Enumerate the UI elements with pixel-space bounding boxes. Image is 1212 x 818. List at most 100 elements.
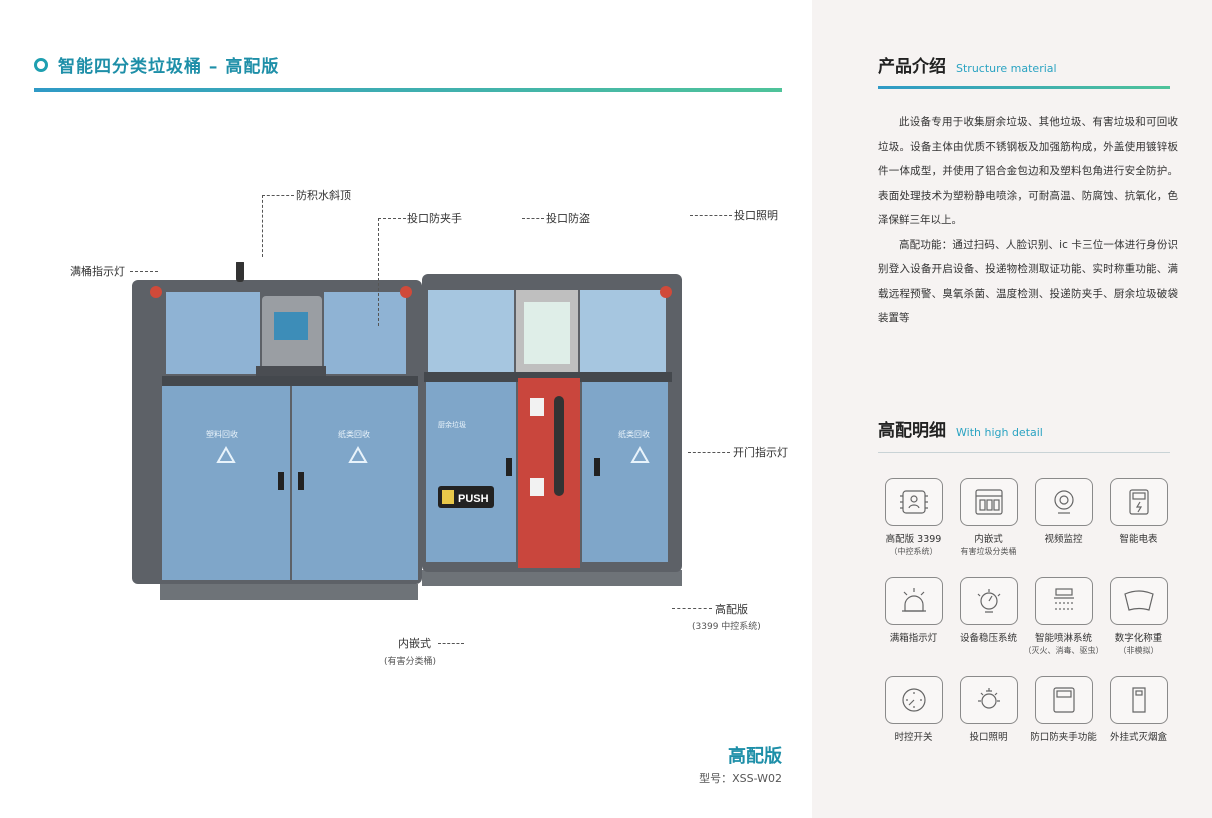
- leader-lighting: [690, 215, 732, 216]
- full-light-right: [660, 286, 672, 298]
- label-anti-pinch: 投口防夹手: [407, 212, 462, 225]
- title-divider: [34, 88, 782, 92]
- base-right: [422, 570, 682, 586]
- feature-label: 视频监控: [1044, 534, 1083, 545]
- top-panel-1: [166, 292, 260, 374]
- leader-anti-pinch-v: [378, 218, 379, 326]
- detail-subtitle: With high detail: [956, 426, 1043, 439]
- scale-icon: [1109, 577, 1168, 625]
- feature-item: 数字化称重 （非模拟）: [1101, 577, 1176, 656]
- feature-sub: （非模拟）: [1118, 646, 1159, 655]
- label-full-light: 满桶指示灯: [70, 265, 125, 278]
- bin-label-3: 厨余垃圾: [438, 420, 466, 429]
- feature-item: 高配版 3399 （中控系统）: [876, 478, 951, 557]
- detail-heading: 高配明细 With high detail: [878, 416, 1043, 441]
- chip-icon: [884, 478, 943, 526]
- intro-text: 此设备专用于收集厨余垃圾、其他垃圾、有害垃圾和可回收垃圾。设备主体由优质不锈钢板…: [878, 110, 1178, 331]
- leader-embedded: [438, 643, 464, 644]
- full-light-left: [150, 286, 162, 298]
- rail-left: [162, 376, 418, 386]
- handle-1: [278, 472, 284, 490]
- push-text: PUSH: [458, 493, 489, 505]
- intro-title: 产品介绍: [878, 57, 946, 77]
- label-door-light: 开门指示灯: [733, 446, 788, 459]
- handle-2: [298, 472, 304, 490]
- page-title: 智能四分类垃圾桶 – 高配版: [58, 57, 280, 77]
- top-panel-3: [428, 290, 514, 374]
- leader-sloped-top-v: [262, 195, 263, 257]
- recycle-icons: [216, 445, 650, 463]
- model-title: 高配版: [728, 746, 782, 767]
- feature-item: 时控开关: [876, 676, 951, 744]
- bin-label-2: 纸类回收: [338, 429, 370, 439]
- feature-label: 满箱指示灯: [889, 633, 938, 644]
- intro-paragraph-2: 高配功能：通过扫码、人脸识别、ic 卡三位一体进行身份识别登入设备开启设备、投递…: [878, 238, 1178, 325]
- meter-icon: [1109, 478, 1168, 526]
- door-1: [162, 386, 290, 580]
- leader-high-config: [672, 608, 712, 609]
- full-light-mid: [400, 286, 412, 298]
- camera-icon: [1034, 478, 1093, 526]
- antenna: [236, 262, 244, 282]
- feature-item: 满箱指示灯: [876, 577, 951, 656]
- slot-guard-icon: [1034, 676, 1093, 724]
- bin-label-4: 纸类回收: [618, 429, 650, 439]
- label-anti-theft: 投口防盗: [546, 212, 590, 225]
- sprinkler-icon: [1034, 577, 1093, 625]
- cabinet-icon: [959, 478, 1018, 526]
- voltage-icon: [959, 577, 1018, 625]
- handle-3: [506, 458, 512, 476]
- handle-4: [594, 458, 600, 476]
- detail-divider: [878, 452, 1170, 453]
- door-2: [292, 386, 418, 580]
- door-3: [426, 382, 516, 562]
- product-heading: 智能四分类垃圾桶 – 高配版: [34, 52, 279, 77]
- label-embedded: 内嵌式: [398, 637, 431, 650]
- top-panel-4: [580, 290, 666, 374]
- feature-label: 投口照明: [969, 732, 1008, 743]
- product-panel: 智能四分类垃圾桶 – 高配版: [34, 52, 788, 785]
- red-slot-2: [530, 478, 544, 496]
- leader-door-light: [688, 452, 730, 453]
- control-screen: [274, 312, 308, 340]
- alarm-light-icon: [884, 577, 943, 625]
- feature-item: 投口照明: [951, 676, 1026, 744]
- base-left: [160, 584, 418, 600]
- video-screen: [524, 302, 570, 364]
- label-sloped-top: 防积水斜顶: [296, 189, 351, 202]
- feature-sub: （灭火、消毒、驱虫）: [1023, 646, 1104, 655]
- label-embedded-sub: (有害分类桶): [384, 657, 437, 667]
- feature-label: 智能电表: [1119, 534, 1158, 545]
- feature-item: 智能喷淋系统 （灭火、消毒、驱虫）: [1023, 577, 1104, 656]
- leader-anti-theft: [522, 218, 544, 219]
- clock-icon: [884, 676, 943, 724]
- feature-sub: 有害垃圾分类桶: [960, 547, 1017, 556]
- feature-label: 数字化称重: [1114, 633, 1163, 644]
- red-slot-1: [530, 398, 544, 416]
- leader-full-light: [130, 271, 158, 272]
- intro-paragraph-1: 此设备专用于收集厨余垃圾、其他垃圾、有害垃圾和可回收垃圾。设备主体由优质不锈钢板…: [878, 116, 1178, 226]
- info-panel: 产品介绍 Structure material 此设备专用于收集厨余垃圾、其他垃…: [812, 0, 1212, 818]
- feature-label: 设备稳压系统: [959, 633, 1017, 644]
- label-high-config-sub: (3399 中控系统): [692, 622, 761, 632]
- feature-label: 防口防夹手功能: [1030, 732, 1097, 743]
- feature-item: 设备稳压系统: [951, 577, 1026, 656]
- feature-item: 智能电表: [1101, 478, 1176, 557]
- feature-item: 内嵌式 有害垃圾分类桶: [951, 478, 1026, 557]
- label-lighting: 投口照明: [734, 209, 778, 222]
- intro-subtitle: Structure material: [956, 62, 1057, 75]
- leader-anti-pinch: [378, 218, 406, 219]
- feature-item: 外挂式灭烟盒: [1101, 676, 1176, 744]
- leader-sloped-top: [262, 195, 294, 196]
- intro-heading: 产品介绍 Structure material: [878, 52, 1057, 77]
- feature-label: 智能喷淋系统: [1034, 633, 1092, 644]
- feature-item: 防口防夹手功能: [1026, 676, 1101, 744]
- feature-item: 视频监控: [1026, 478, 1101, 557]
- circle-bullet-icon: [34, 57, 48, 72]
- detail-title: 高配明细: [878, 421, 946, 441]
- feature-label: 高配版 3399: [885, 534, 942, 545]
- ashtray-icon: [1109, 676, 1168, 724]
- hazard-bin-red: [518, 378, 580, 568]
- trash-bin-illustration: PUSH 塑料回收 纸类回收 厨余垃圾 纸类回收: [132, 262, 682, 600]
